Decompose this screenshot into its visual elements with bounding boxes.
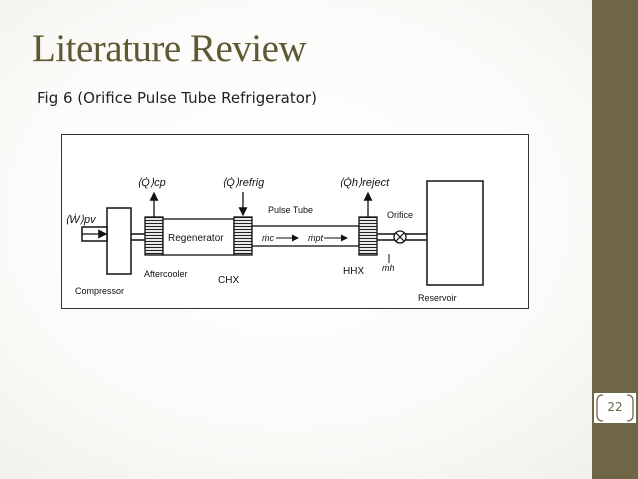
chx — [233, 216, 253, 256]
slide-title: Literature Review — [32, 27, 307, 70]
regenerator-label: Regenerator — [168, 233, 224, 244]
q-cp-label: ⟨Q̇⟩cp — [137, 176, 166, 189]
aftercooler-label: Aftercooler — [144, 269, 188, 279]
q-reject-label: ⟨Q̇h⟩reject — [339, 176, 390, 189]
pulse-tube-diagram: ⟨Ẇ⟩pv Compressor ⟨Q̇⟩cp Aftercooler Rege… — [61, 134, 529, 309]
pulse-tube-label: Pulse Tube — [268, 205, 313, 215]
reservoir-label: Reservoir — [418, 293, 457, 303]
work-input-label: ⟨Ẇ⟩pv — [65, 214, 97, 226]
m-h-label: ṁh — [382, 263, 395, 273]
m-c-label: ṁc — [262, 233, 274, 243]
m-pt-label: ṁpt — [308, 233, 324, 243]
figure-caption: Fig 6 (Orifice Pulse Tube Refrigerator) — [37, 89, 317, 107]
aftercooler — [144, 216, 164, 256]
hhx — [358, 216, 378, 256]
orifice-label: Orifice — [387, 210, 413, 220]
compressor-label: Compressor — [75, 286, 124, 296]
page-number: 22 — [607, 400, 623, 414]
hhx-label: HHX — [343, 266, 364, 277]
q-refrig-label: ⟨Q̇⟩refrig — [222, 176, 265, 189]
regenerator — [162, 218, 235, 256]
orifice-valve — [393, 230, 407, 244]
reservoir — [426, 180, 484, 286]
page-number-badge: 22 — [594, 393, 636, 423]
page-number-brackets — [596, 394, 634, 422]
chx-label: CHX — [218, 275, 239, 286]
